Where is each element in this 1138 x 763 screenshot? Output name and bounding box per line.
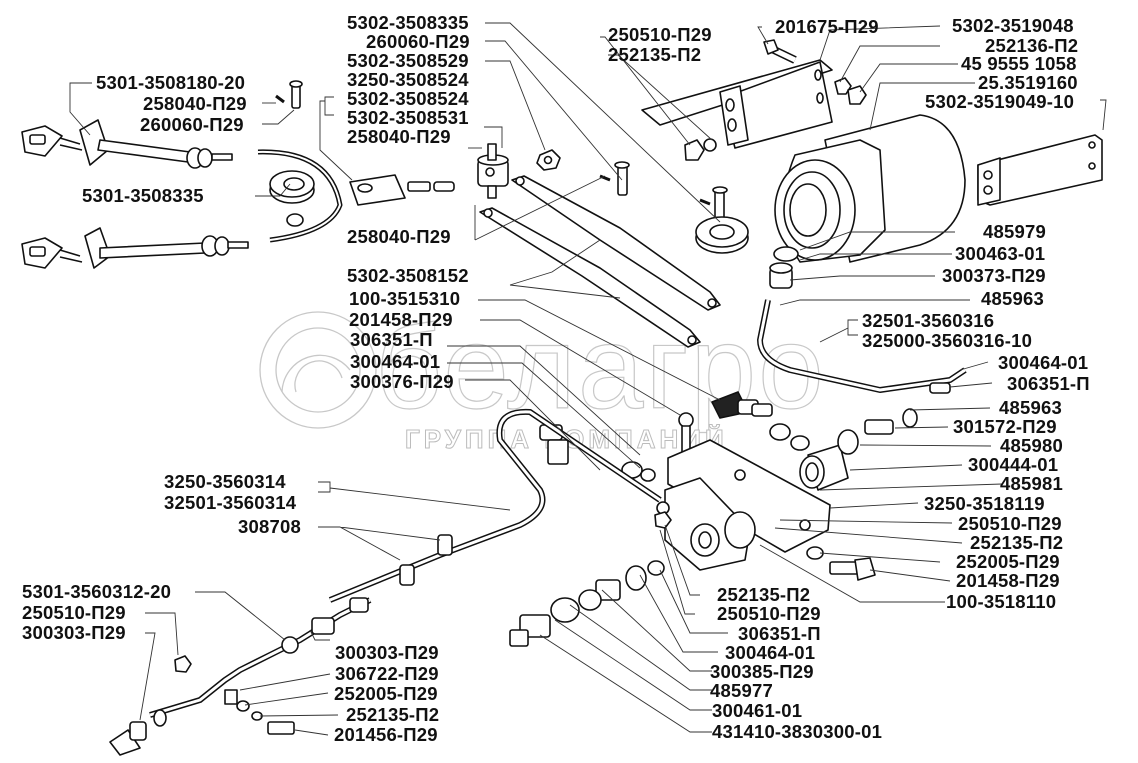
part-label: 201456-П29 xyxy=(334,724,438,745)
lever-upper xyxy=(511,175,721,311)
part-label: 300376-П29 xyxy=(350,371,454,392)
part-label: 201458-П29 xyxy=(956,570,1060,591)
part-label: 3250-3508524 xyxy=(347,69,469,90)
pulley-left xyxy=(269,170,315,227)
part-label: 5301-3508180-20 xyxy=(96,72,246,93)
part-label: 45 9555 1058 xyxy=(961,53,1077,74)
part-label: 300303-П29 xyxy=(22,622,126,643)
part-label: 252005-П29 xyxy=(956,551,1060,572)
part-label: 5302-3508335 xyxy=(347,12,469,33)
part-label: 250510-П29 xyxy=(608,24,712,45)
part-label: 5301-3560312-20 xyxy=(22,581,172,602)
part-label: 485980 xyxy=(1000,435,1063,456)
part-label: 308708 xyxy=(238,516,301,537)
part-label: 5302-3508524 xyxy=(347,88,469,109)
part-label: 250510-П29 xyxy=(958,513,1062,534)
part-label: 485963 xyxy=(999,397,1062,418)
banjo-fitting xyxy=(799,408,918,491)
pulley-right xyxy=(695,216,749,254)
lever-lower xyxy=(479,207,701,348)
part-label: 485977 xyxy=(710,680,773,701)
part-label: 5302-3519048 xyxy=(952,15,1074,36)
part-label: 300461-01 xyxy=(712,700,803,721)
part-label: 300444-01 xyxy=(968,454,1059,475)
part-label: 258040-П29 xyxy=(143,93,247,114)
part-label: 260060-П29 xyxy=(366,31,470,52)
part-label: 306351-П xyxy=(1007,373,1090,394)
part-label: 25.3519160 xyxy=(978,72,1078,93)
swivel-block xyxy=(477,143,509,199)
sensor-stack xyxy=(509,560,665,647)
cylinder-housing xyxy=(774,114,966,263)
bracket-top xyxy=(641,59,833,149)
part-label: 300464-01 xyxy=(998,352,1089,373)
part-label: 252135-П2 xyxy=(608,44,702,65)
part-label: 201458-П29 xyxy=(349,309,453,330)
part-label: 300464-01 xyxy=(725,642,816,663)
part-label: 5302-3508529 xyxy=(347,50,469,71)
part-label: 485981 xyxy=(1000,473,1063,494)
part-label: 258040-П29 xyxy=(347,226,451,247)
rod-upper xyxy=(21,119,233,169)
valve-block xyxy=(664,439,831,571)
part-label: 306722-П29 xyxy=(335,663,439,684)
clevis xyxy=(349,174,455,206)
part-label: 252135-П2 xyxy=(970,532,1064,553)
part-label: 3250-3560314 xyxy=(164,471,286,492)
part-label: 100-3518110 xyxy=(946,591,1057,612)
part-label: 250510-П29 xyxy=(22,602,126,623)
part-label: 252136-П2 xyxy=(985,35,1079,56)
part-label: 201675-П29 xyxy=(775,16,879,37)
part-label: 260060-П29 xyxy=(140,114,244,135)
part-label: 300373-П29 xyxy=(942,265,1046,286)
valve-handle xyxy=(711,391,810,451)
part-label: 100-3515310 xyxy=(349,288,461,309)
part-label: 300464-01 xyxy=(350,351,441,372)
part-label: 306351-П xyxy=(738,623,821,644)
watermark-logo-icon xyxy=(259,311,377,429)
part-label: 32501-3560316 xyxy=(862,310,995,331)
part-label: 250510-П29 xyxy=(717,603,821,624)
part-label: 300385-П29 xyxy=(710,661,814,682)
part-label: 485979 xyxy=(983,221,1046,242)
part-label: 325000-3560316-10 xyxy=(862,330,1033,351)
part-label: 300463-01 xyxy=(955,243,1046,264)
part-label: 431410-3830300-01 xyxy=(712,721,883,742)
part-label: 5302-3519049-10 xyxy=(925,91,1075,112)
part-label: 252135-П2 xyxy=(346,704,440,725)
rod-lower xyxy=(21,227,249,269)
part-label: 485963 xyxy=(981,288,1044,309)
leader-lines xyxy=(69,22,1107,736)
bracket-right xyxy=(977,134,1103,206)
part-label: 306351-П xyxy=(350,329,433,350)
part-label: 301572-П29 xyxy=(953,416,1057,437)
part-label: 252135-П2 xyxy=(717,584,811,605)
part-label: 5301-3508335 xyxy=(82,185,204,206)
part-label: 3250-3518119 xyxy=(924,493,1045,514)
part-label: 5302-3508152 xyxy=(347,265,469,286)
part-label: 32501-3560314 xyxy=(164,492,297,513)
part-label: 258040-П29 xyxy=(347,126,451,147)
part-label: 300303-П29 xyxy=(335,642,439,663)
part-label: 5302-3508531 xyxy=(347,107,469,128)
part-label: 252005-П29 xyxy=(334,683,438,704)
